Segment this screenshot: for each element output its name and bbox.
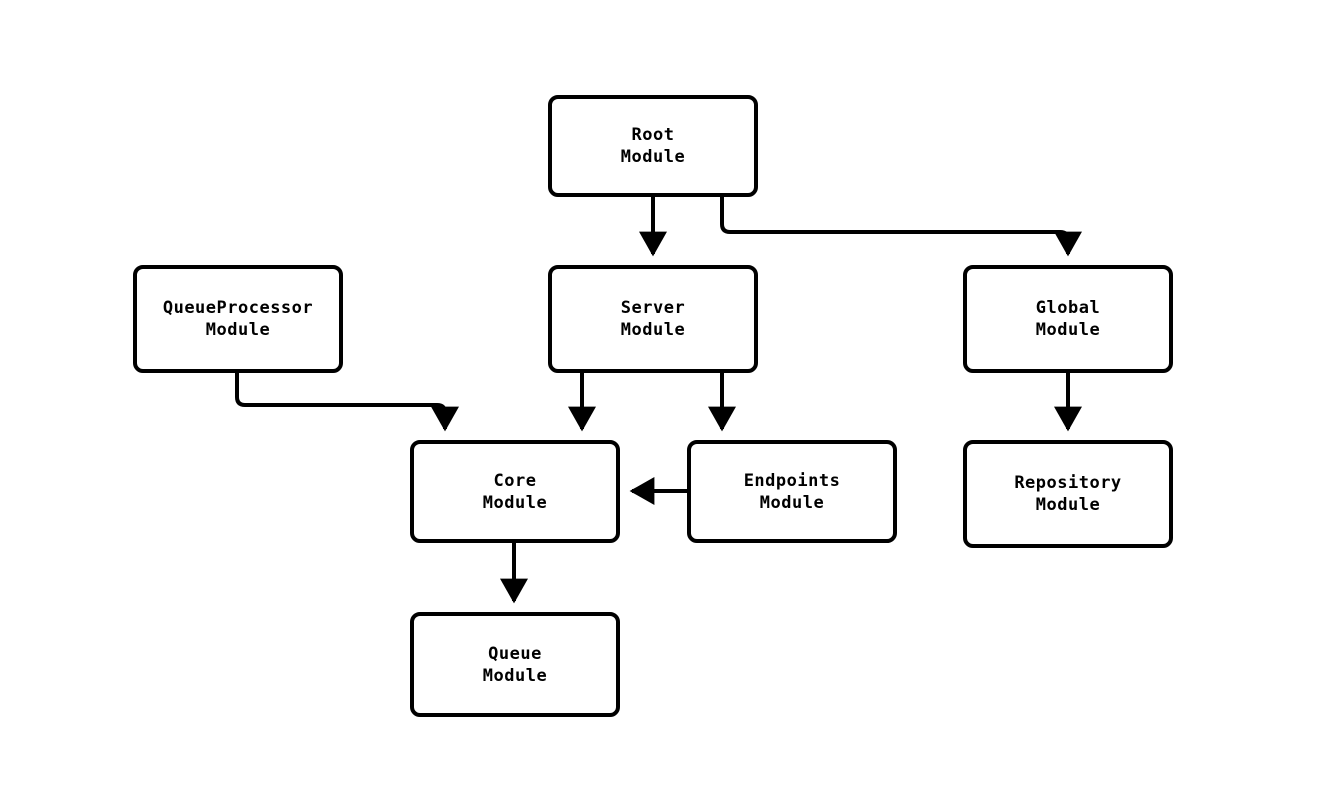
node-endpoints-module-line2: Module bbox=[759, 492, 825, 513]
node-core-module[interactable]: Core Module bbox=[410, 440, 620, 543]
node-queue-module-line1: Queue bbox=[488, 643, 542, 664]
node-global-module[interactable]: Global Module bbox=[963, 265, 1173, 373]
node-server-module-line2: Module bbox=[620, 320, 686, 340]
edge-queueprocessor-to-core bbox=[235, 373, 459, 432]
edge-root-to-global bbox=[720, 197, 1082, 257]
node-root-module-line1: Root bbox=[631, 125, 675, 145]
node-repository-module[interactable]: Repository Module bbox=[963, 440, 1173, 548]
node-core-module-line2: Module bbox=[482, 492, 548, 513]
node-endpoints-module-line1: Endpoints bbox=[743, 470, 841, 491]
node-root-module[interactable]: Root Module bbox=[548, 95, 758, 197]
node-server-module-line1: Server bbox=[620, 298, 686, 318]
node-queueprocessor-module[interactable]: QueueProcessor Module bbox=[133, 265, 343, 373]
node-endpoints-module[interactable]: Endpoints Module bbox=[687, 440, 897, 543]
node-queue-module[interactable]: Queue Module bbox=[410, 612, 620, 717]
node-queueprocessor-module-line1: QueueProcessor bbox=[162, 298, 314, 318]
node-queueprocessor-module-line2: Module bbox=[205, 320, 271, 340]
node-core-module-line1: Core bbox=[493, 470, 537, 491]
node-repository-module-line1: Repository bbox=[1014, 473, 1122, 493]
node-server-module[interactable]: Server Module bbox=[548, 265, 758, 373]
node-repository-module-line2: Module bbox=[1035, 495, 1101, 515]
node-global-module-line1: Global bbox=[1035, 298, 1101, 318]
node-global-module-line2: Module bbox=[1035, 320, 1101, 340]
node-queue-module-line2: Module bbox=[482, 665, 548, 686]
node-root-module-line2: Module bbox=[620, 147, 686, 167]
